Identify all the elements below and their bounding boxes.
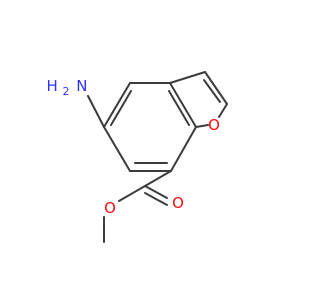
amine-subscript-text: 2 [63, 85, 70, 98]
amine-h-text: H [46, 77, 57, 95]
bond-ccarbonyl-o-double-a [144, 185, 168, 199]
bond-c3-c2 [204, 71, 228, 105]
canvas-background [0, 0, 300, 300]
bond-c7-ccarbonyl [144, 170, 172, 187]
bond-o1-c7a [195, 124, 209, 128]
atom-labels: H 2 N O O O [46, 77, 219, 217]
bond-ccarbonyl-ocarbonyl [118, 185, 146, 202]
bond-c4-c5 [103, 82, 131, 128]
bond-c3a-c7a-inner [168, 90, 190, 126]
bond-c2-o1 [218, 103, 228, 118]
bond-c5-c6 [103, 126, 131, 172]
bond-c3-c2-inner [203, 79, 221, 103]
ester-oxygen-label: O [104, 199, 116, 217]
amine-nitrogen-label: H 2 N [46, 77, 87, 99]
bond-c3a-c3 [169, 71, 206, 84]
bond-c7-c7a [170, 126, 197, 172]
amine-n-text: N [76, 77, 87, 95]
bonds [87, 71, 228, 243]
bond-c4-c5-inner [110, 90, 132, 126]
carbonyl-oxygen-label: O [172, 194, 184, 212]
ring-oxygen-label: O [208, 116, 220, 134]
molecule-diagram: H 2 N O O O [0, 0, 300, 300]
bond-c5-n [87, 95, 105, 128]
bond-ccarbonyl-o-double-b [144, 192, 168, 206]
bond-c3a-c7a [169, 82, 197, 128]
